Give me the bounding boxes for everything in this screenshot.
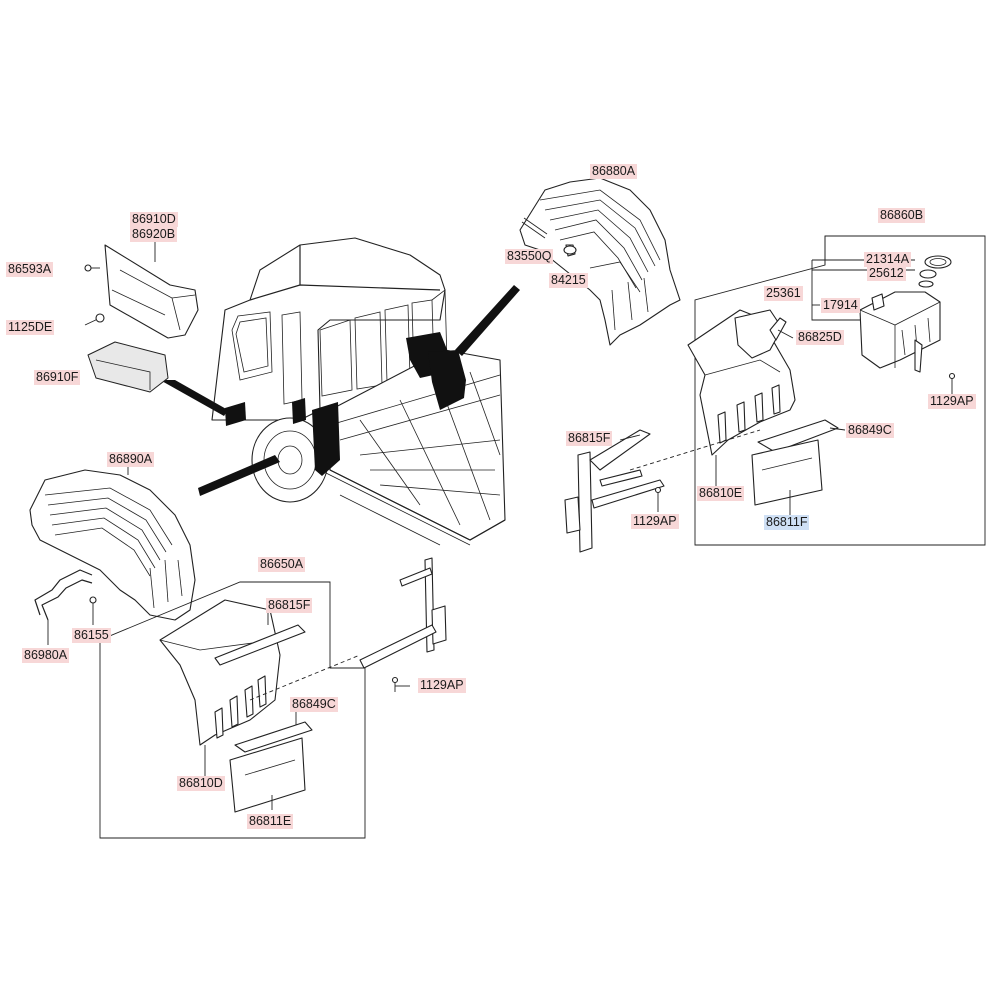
part-label-86593A[interactable]: 86593A xyxy=(6,262,54,277)
part-label-86811E[interactable]: 86811E xyxy=(247,814,294,829)
cab-side-cover-86910D xyxy=(84,225,199,393)
truck-illustration xyxy=(160,237,520,546)
part-label-25612[interactable]: 25612 xyxy=(867,266,906,281)
mud-flap-bracket-right xyxy=(564,429,665,553)
part-label-86815F-right[interactable]: 86815F xyxy=(566,431,613,446)
mud-flap-bracket-left xyxy=(359,557,447,692)
part-label-25361[interactable]: 25361 xyxy=(764,286,803,301)
part-label-86815F-left[interactable]: 86815F xyxy=(266,598,313,613)
part-label-86920B[interactable]: 86920B xyxy=(130,227,178,242)
part-label-86980A[interactable]: 86980A xyxy=(22,648,70,663)
part-label-86810E[interactable]: 86810E xyxy=(697,486,745,501)
front-wheel-house-86890A xyxy=(29,462,196,645)
part-label-86880A[interactable]: 86880A xyxy=(590,164,638,179)
mud-guard-assembly-86860B xyxy=(629,235,986,546)
part-label-86810D[interactable]: 86810D xyxy=(177,776,225,791)
part-label-1125DE[interactable]: 1125DE xyxy=(6,320,55,335)
rear-wheel-house-86880A xyxy=(519,177,681,346)
part-label-21314A[interactable]: 21314A xyxy=(864,252,912,267)
part-label-1129AP-mid[interactable]: 1129AP xyxy=(631,514,679,529)
part-label-86811F[interactable]: 86811F xyxy=(764,515,810,530)
part-label-1129AP-right[interactable]: 1129AP xyxy=(928,394,976,409)
part-label-86825D[interactable]: 86825D xyxy=(796,330,844,345)
part-label-86849C-left[interactable]: 86849C xyxy=(290,697,338,712)
mud-guard-assembly-86650A xyxy=(99,581,366,839)
part-label-86650A[interactable]: 86650A xyxy=(258,557,306,572)
part-label-86155[interactable]: 86155 xyxy=(72,628,111,643)
part-label-1129AP-left[interactable]: 1129AP xyxy=(418,678,466,693)
part-label-17914[interactable]: 17914 xyxy=(821,298,860,313)
part-label-86910F[interactable]: 86910F xyxy=(34,370,81,385)
part-label-86860B[interactable]: 86860B xyxy=(878,208,926,223)
part-label-84215[interactable]: 84215 xyxy=(549,273,588,288)
part-label-86849C-right[interactable]: 86849C xyxy=(846,423,894,438)
part-label-83550Q[interactable]: 83550Q xyxy=(505,249,554,264)
part-label-86910D[interactable]: 86910D xyxy=(130,212,178,227)
part-label-86890A[interactable]: 86890A xyxy=(107,452,155,467)
